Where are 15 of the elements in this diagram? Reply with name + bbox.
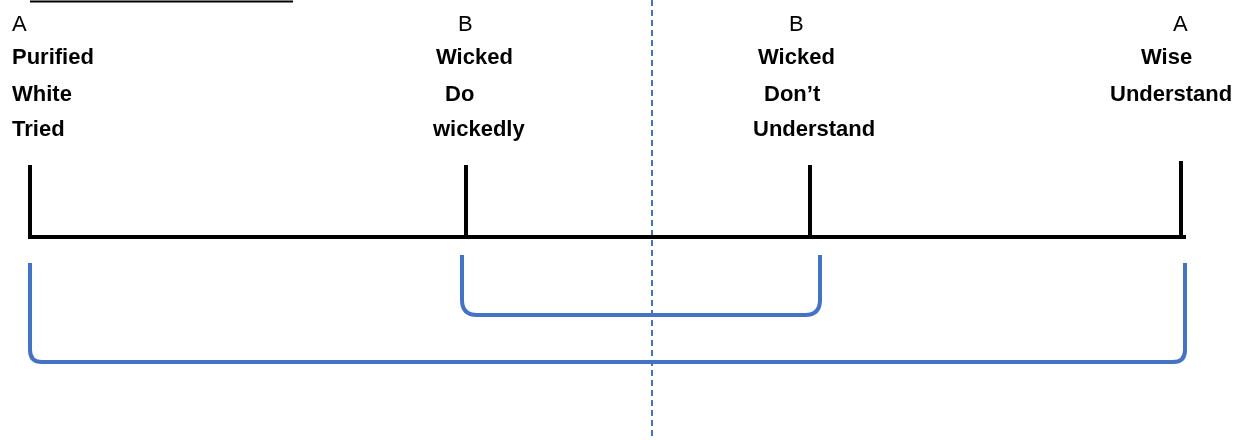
keyword-label: Do: [445, 81, 475, 107]
letter-label: B: [458, 11, 473, 37]
keyword-label: Understand: [753, 116, 876, 142]
keyword-label: Wise: [1141, 44, 1193, 70]
letter-label: A: [1173, 11, 1188, 37]
keyword-label: Wicked: [758, 44, 835, 70]
keyword-label: White: [12, 81, 72, 107]
letter-label: A: [12, 11, 27, 37]
letter-label: B: [789, 11, 804, 37]
keyword-label: Purified: [12, 44, 94, 70]
keyword-label: wickedly: [433, 116, 525, 142]
keyword-label: Don’t: [764, 81, 821, 107]
keyword-label: Wicked: [436, 44, 513, 70]
keyword-label: Tried: [12, 116, 65, 142]
keyword-label: Understand: [1110, 81, 1233, 107]
